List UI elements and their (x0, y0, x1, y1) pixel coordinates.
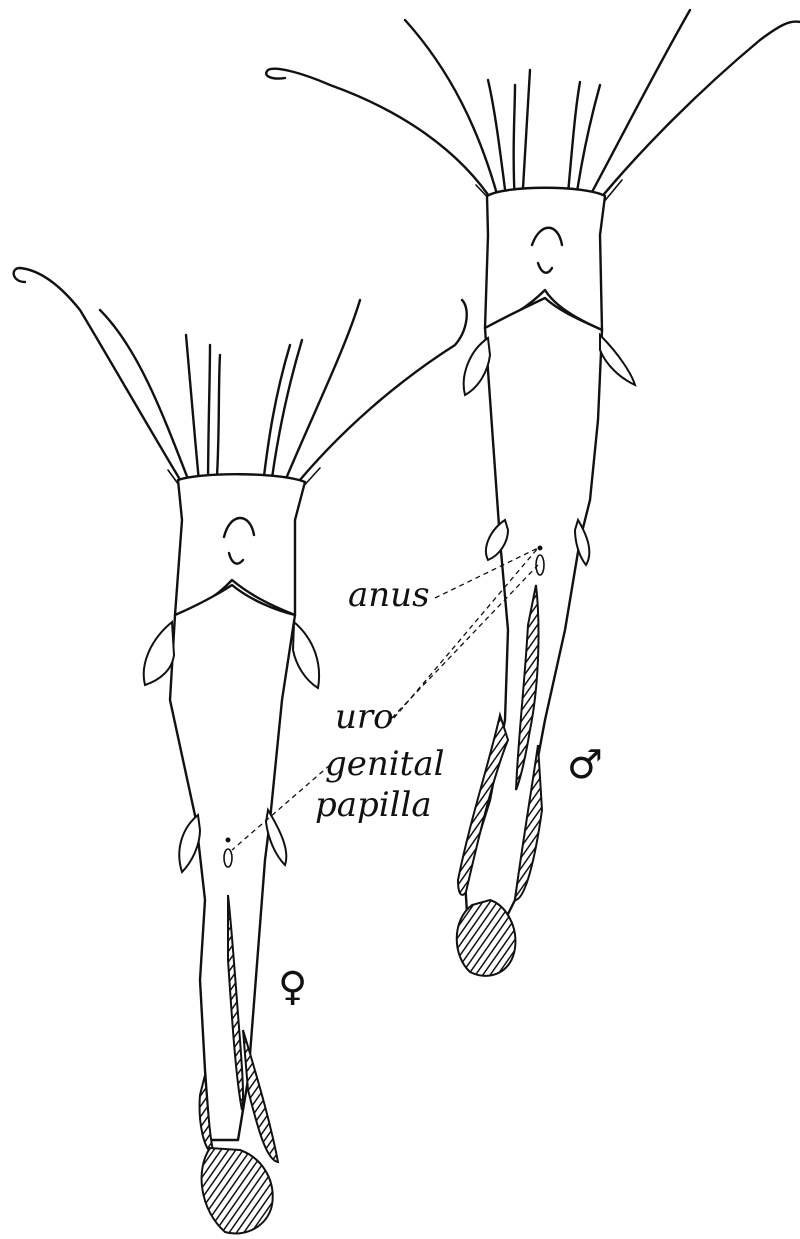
male-specimen (266, 10, 800, 976)
urogenital-label-line3: papilla (315, 785, 432, 825)
female-symbol: ♀ (278, 964, 307, 1010)
urogenital-label-line1: uro (335, 697, 394, 737)
anus-label: anus (348, 575, 430, 615)
female-tail-fan (202, 1148, 273, 1234)
female-anus-dot (226, 838, 231, 843)
urogenital-label-line2: genital (325, 744, 444, 784)
female-left-thoracic-fin (144, 622, 174, 685)
female-antennae (14, 268, 467, 493)
female-right-stripe (243, 1030, 278, 1162)
male-tail-fan (457, 900, 516, 976)
female-right-abdominal-fin (266, 810, 286, 865)
female-left-abdominal-fin (179, 815, 200, 872)
male-left-thoracic-fin (464, 338, 490, 395)
female-right-thoracic-fin (293, 622, 319, 688)
male-right-thoracic-fin (600, 335, 635, 385)
male-symbol: ♂ (567, 742, 603, 788)
male-anus-dot (538, 546, 543, 551)
male-antennae (266, 10, 800, 205)
